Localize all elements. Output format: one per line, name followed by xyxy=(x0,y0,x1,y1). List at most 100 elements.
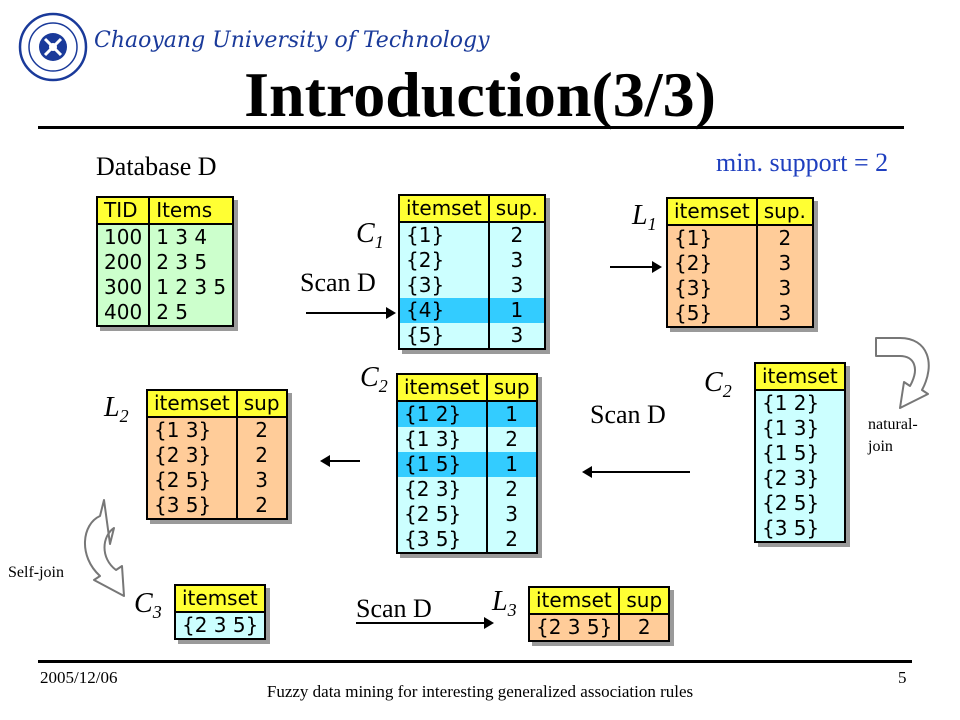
table-cell: {3 5} xyxy=(146,493,238,519)
table-cell: {3 5} xyxy=(396,527,488,553)
table-cell: 100 xyxy=(95,224,151,250)
table-cell: {2 5} xyxy=(396,502,488,527)
table-cell: 3 xyxy=(755,276,814,301)
table-cell: 2 xyxy=(485,477,538,502)
table-cell: {2} xyxy=(666,251,758,276)
l1-label: L1 xyxy=(632,200,657,234)
table-row: {1 2}1 xyxy=(396,401,538,427)
table-cell: {2 3 5} xyxy=(173,612,267,639)
l2-label: L2 xyxy=(104,392,129,426)
table-cell: 400 xyxy=(95,300,151,326)
table-cell: {2} xyxy=(398,248,490,273)
column-header: sup xyxy=(235,390,288,418)
table-cell: {2 3} xyxy=(146,443,238,468)
table-cell: 3 xyxy=(487,323,546,349)
table-row: {1 3} xyxy=(754,416,846,441)
column-header: sup xyxy=(485,374,538,402)
table-cell: 2 xyxy=(235,443,288,468)
arrow-c2-to-l2 xyxy=(320,455,360,467)
table-cell: {2 3} xyxy=(396,477,488,502)
table-cell: {1 2} xyxy=(754,390,846,416)
l3-label: L3 xyxy=(492,586,517,620)
table-cell: {3 5} xyxy=(754,516,846,542)
scan-d-label-2: Scan D xyxy=(590,400,666,429)
arrow-c1-to-l1 xyxy=(610,261,662,273)
table-row: {1 5} xyxy=(754,441,846,466)
self-join-label: Self-join xyxy=(8,564,64,581)
column-header: TID xyxy=(95,197,151,225)
table-row: {2}3 xyxy=(398,248,546,273)
c2-join-table: itemset{1 2}{1 3}{1 5}{2 3}{2 5}{3 5} xyxy=(754,362,846,543)
table-cell: 300 xyxy=(95,275,151,300)
table-cell: {3} xyxy=(398,273,490,298)
table-cell: 3 xyxy=(487,273,546,298)
table-cell: {1 5} xyxy=(396,452,488,477)
university-logo-icon xyxy=(18,12,88,82)
table-row: {4}1 xyxy=(398,298,546,323)
table-cell: {1 3} xyxy=(396,427,488,452)
university-name: Chaoyang University of Technology xyxy=(94,28,490,53)
footer-divider xyxy=(38,660,912,663)
table-row: {2 3}2 xyxy=(396,477,538,502)
table-cell: 1 3 4 xyxy=(148,224,235,250)
min-support-note: min. support = 2 xyxy=(716,148,889,177)
table-row: {2 3 5} xyxy=(173,612,267,639)
column-header: itemset xyxy=(666,198,758,226)
column-header: sup xyxy=(618,587,671,615)
table-row: {2 3 5}2 xyxy=(527,614,671,641)
table-row: {1}2 xyxy=(398,222,546,248)
table-row: {1 3}2 xyxy=(146,417,288,443)
table-row: {2}3 xyxy=(666,251,814,276)
arrow-c2-scan xyxy=(582,466,690,478)
column-header: itemset xyxy=(146,390,238,418)
natural-join-label: natural- join xyxy=(868,416,918,455)
table-row: {5}3 xyxy=(398,323,546,349)
table-row: {2 5}3 xyxy=(396,502,538,527)
column-header: itemset xyxy=(398,195,490,223)
table-cell: {2 5} xyxy=(754,491,846,516)
table-cell: 2 5 xyxy=(148,300,235,326)
table-cell: {4} xyxy=(398,298,490,323)
c3-table: itemset{2 3 5} xyxy=(173,584,267,640)
table-header-row: itemset xyxy=(173,585,267,613)
table-row: {2 3} xyxy=(754,466,846,491)
arrow-c3-to-l3 xyxy=(356,617,494,629)
footer-title: Fuzzy data mining for interesting genera… xyxy=(266,682,694,701)
table-row: {3 5}2 xyxy=(396,527,538,553)
arrow-db-to-c1 xyxy=(306,307,396,319)
table-cell: 1 xyxy=(485,401,538,427)
table-cell: {1 5} xyxy=(754,441,846,466)
table-cell: 2 xyxy=(487,222,546,248)
table-row: {2 5} xyxy=(754,491,846,516)
table-row: {2 3}2 xyxy=(146,443,288,468)
table-cell: 2 xyxy=(485,427,538,452)
c2-join-label: C2 xyxy=(704,367,732,401)
natural-join-arrow-icon xyxy=(875,337,930,409)
column-header: itemset xyxy=(754,363,846,391)
table-cell: 2 xyxy=(235,493,288,519)
table-cell: 200 xyxy=(95,250,151,275)
table-cell: {1 2} xyxy=(396,401,488,427)
table-cell: {2 3 5} xyxy=(527,614,621,641)
table-cell: {1 3} xyxy=(146,417,238,443)
table-cell: 3 xyxy=(485,502,538,527)
table-row: {1 5}1 xyxy=(396,452,538,477)
self-join-arrow-icon xyxy=(84,499,125,597)
table-cell: 2 xyxy=(618,614,671,641)
column-header: itemset xyxy=(527,587,621,615)
table-cell: 2 3 5 xyxy=(148,250,235,275)
table-cell: 2 xyxy=(485,527,538,553)
c1-label: C1 xyxy=(356,218,384,252)
